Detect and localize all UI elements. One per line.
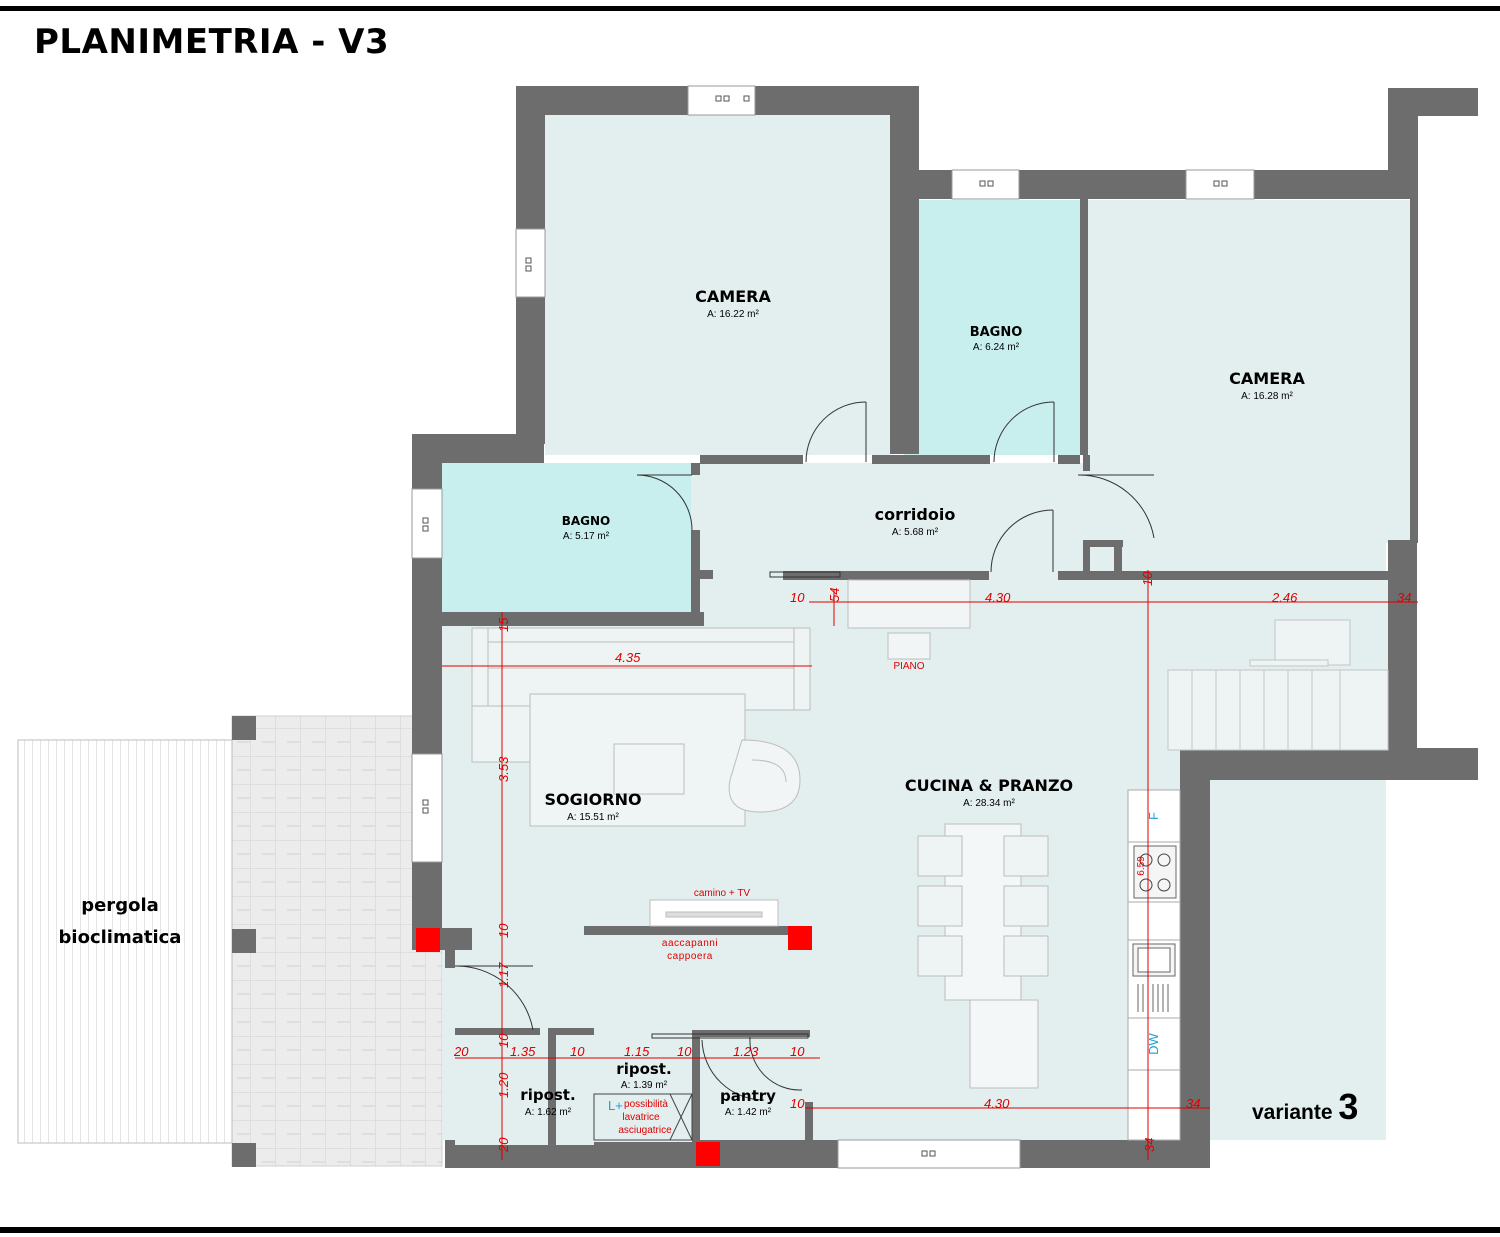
dim-117: 1.17	[496, 962, 511, 988]
room-name-corridoio: corridoio	[875, 505, 956, 524]
note-piano: PIANO	[893, 661, 924, 672]
room-name-camera-2: CAMERA	[1229, 369, 1305, 388]
terrace-pillar-2	[232, 929, 256, 953]
dim-246: 2.46	[1271, 590, 1298, 605]
room-area-pantry: A: 1.42 m²	[725, 1107, 772, 1118]
room-name-pantry: pantry	[720, 1087, 776, 1105]
variant-text: variante	[1252, 1101, 1333, 1124]
dim-10e: 10	[570, 1044, 585, 1059]
dim-435: 4.35	[615, 650, 641, 665]
dim-10g: 10	[790, 1044, 805, 1059]
room-name-bagno-2: BAGNO	[562, 514, 611, 528]
room-area-sogiorno: A: 15.51 m²	[567, 812, 619, 823]
furniture	[471, 579, 1049, 1089]
room-name-cucina: CUCINA & PRANZO	[905, 776, 1073, 795]
note-attaccapanni-2: cappoera	[667, 951, 713, 962]
dim-10a: 10	[790, 590, 805, 605]
room-area-camera-2: A: 16.28 m²	[1241, 391, 1293, 402]
room-area-ripost-2: A: 1.39 m²	[621, 1080, 668, 1091]
notes: PIANO camino + TV aaccapanni cappoera po…	[608, 661, 1161, 1136]
dim-20a: 20	[453, 1044, 469, 1059]
dim-10f: 10	[677, 1044, 692, 1059]
appliance-fridge-label: F	[1146, 812, 1161, 820]
columns	[416, 926, 812, 1166]
dim-54: 54	[827, 588, 842, 602]
dim-10b: 10	[1140, 571, 1155, 586]
note-lplus: L+	[608, 1098, 623, 1113]
note-lavatrice-3: asciugatrice	[618, 1125, 672, 1136]
floor-bagno-2	[442, 463, 691, 612]
variant-number: 3	[1338, 1086, 1359, 1127]
room-name-ripost-1: ripost.	[520, 1086, 575, 1104]
room-name-sogiorno: SOGIORNO	[544, 790, 641, 809]
page-title: PLANIMETRIA - V3	[34, 22, 390, 62]
note-lavatrice-2: lavatrice	[622, 1112, 660, 1123]
floor-bagno-1	[904, 200, 1080, 455]
terrace	[231, 715, 443, 1167]
dim-34c: 34	[1142, 1138, 1157, 1152]
room-labels: CAMERA A: 16.22 m² BAGNO A: 6.24 m² CAME…	[59, 287, 1306, 1118]
room-area-corridoio: A: 5.68 m²	[892, 527, 939, 538]
room-area-ripost-1: A: 1.62 m²	[525, 1107, 572, 1118]
dim-10d: 10	[496, 1033, 511, 1048]
pergola-label-line2: bioclimatica	[59, 927, 182, 948]
dim-353: 3.53	[496, 756, 511, 782]
dim-10c: 10	[496, 923, 511, 938]
top-border-bar	[0, 6, 1500, 11]
stairs	[1167, 619, 1389, 751]
window-marks	[422, 95, 1228, 1157]
dimension-labels: 10 54 4.30 10 2.46 34 15 4.35 3.53 10 1.…	[453, 571, 1411, 1153]
room-area-cucina: A: 28.34 m²	[963, 798, 1015, 809]
kitchen-counter	[1127, 789, 1181, 1141]
dim-34a: 34	[1397, 590, 1411, 605]
dim-15: 15	[496, 617, 511, 632]
dim-10h: 10	[790, 1096, 805, 1111]
room-name-ripost-2: ripost.	[616, 1060, 671, 1078]
dim-20b: 20	[496, 1137, 511, 1153]
dim-123: 1.23	[733, 1044, 759, 1059]
note-lavatrice-1: possibilità	[624, 1099, 668, 1110]
appliance-dishwasher-label: DW	[1146, 1032, 1161, 1054]
washer-box	[593, 1093, 693, 1141]
room-name-bagno-1: BAGNO	[970, 325, 1023, 340]
terrace-pillar-3	[232, 1143, 256, 1167]
floor-utility	[455, 1030, 805, 1145]
dim-135: 1.35	[510, 1044, 536, 1059]
doors	[454, 401, 1155, 1101]
room-area-bagno-2: A: 5.17 m²	[563, 531, 610, 542]
floor-camera-1	[545, 115, 890, 455]
dim-430a: 4.30	[985, 590, 1011, 605]
note-attaccapanni-1: aaccapanni	[662, 938, 718, 949]
walls	[412, 86, 1478, 1168]
dim-115: 1.15	[624, 1044, 650, 1059]
windows	[411, 85, 1255, 1169]
dim-430b: 4.30	[984, 1096, 1010, 1111]
terrace-pillar-1	[232, 716, 256, 740]
floor-corridoio	[691, 463, 1386, 613]
pergola-area	[17, 739, 233, 1144]
bottom-border-bar	[0, 1227, 1500, 1233]
pergola-label-line1: pergola	[81, 895, 159, 916]
room-name-camera-1: CAMERA	[695, 287, 771, 306]
dimension-lines	[442, 570, 1418, 1160]
dim-120: 1.20	[496, 1072, 511, 1098]
dim-34b: 34	[1186, 1096, 1200, 1111]
floor-stair-landing	[1386, 580, 1388, 750]
variant-label: variante 3	[1252, 1086, 1358, 1128]
room-area-camera-1: A: 16.22 m²	[707, 309, 759, 320]
note-camino: camino + TV	[694, 888, 751, 899]
appliance-cooktop-label: 6.59	[1136, 856, 1147, 876]
room-area-bagno-1: A: 6.24 m²	[973, 342, 1020, 353]
